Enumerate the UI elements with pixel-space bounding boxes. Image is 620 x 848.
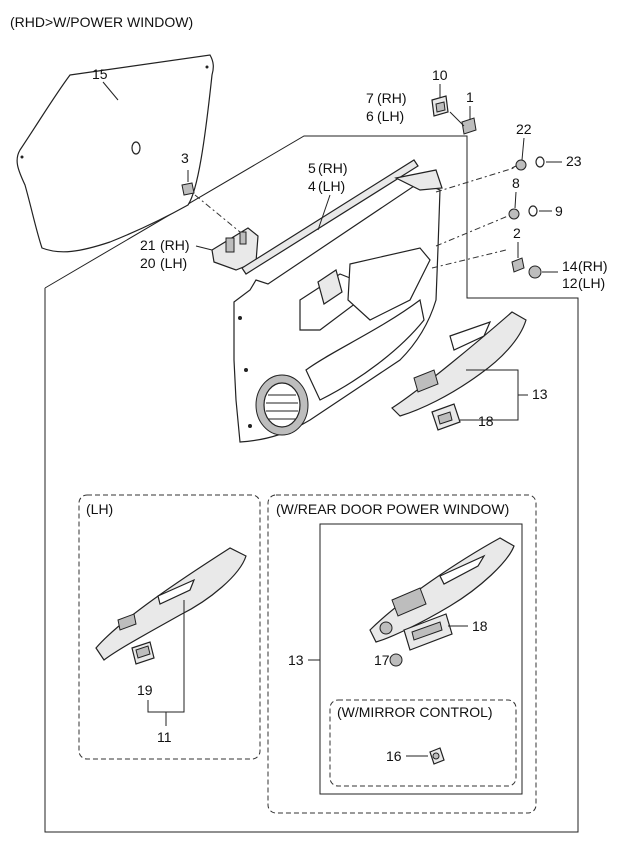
part-13-switch-panel	[391, 311, 527, 417]
callout-21: 21	[140, 237, 156, 253]
leader-2-dash	[431, 249, 507, 269]
callout-21-side: (RH)	[160, 237, 190, 253]
callout-4: 4	[308, 178, 316, 194]
callout-10: 10	[432, 67, 448, 83]
leader-3	[194, 194, 241, 233]
leader-8-dash	[435, 215, 509, 247]
callout-14: 14	[562, 258, 578, 274]
callout-1: 1	[466, 89, 474, 105]
assembly-outline	[44, 135, 579, 833]
mirror-callout-16: 16	[386, 748, 402, 764]
leader-4	[317, 194, 331, 231]
part-3-clip	[181, 170, 195, 196]
diagram-title: (RHD>W/POWER WINDOW)	[10, 14, 193, 30]
callout-3: 3	[181, 150, 189, 166]
leader-21	[195, 245, 213, 251]
callout-2: 2	[513, 225, 521, 241]
callout-20-side: (LH)	[160, 255, 187, 271]
callout-5-side: (RH)	[318, 160, 348, 176]
part-9-cap	[528, 205, 538, 217]
callout-14-side: (RH)	[578, 258, 608, 274]
lh-box-title: (LH)	[86, 501, 113, 517]
leader-22	[521, 137, 525, 161]
part-16-mirror-switch	[429, 747, 445, 765]
callout-6-side: (LH)	[377, 108, 404, 124]
callout-7-side: (RH)	[377, 90, 407, 106]
rear-door-variant-box	[267, 494, 537, 814]
part-18-rear-switch	[403, 613, 453, 651]
leader-22-dash	[435, 167, 515, 193]
callout-11: 11	[157, 729, 172, 745]
mirror-box-title: (W/MIRROR CONTROL)	[337, 704, 493, 720]
callout-7: 7	[366, 90, 374, 106]
callout-8: 8	[512, 175, 520, 191]
callout-4-side: (LH)	[318, 178, 345, 194]
rear-callout-13: 13	[288, 652, 304, 668]
part-6-7-door-trim-panel	[233, 169, 443, 443]
callout-15: 15	[92, 66, 108, 82]
part-8-screw	[508, 208, 520, 220]
leader-8	[514, 191, 517, 209]
part-4-5-weatherstrip	[241, 159, 419, 275]
rear-callout-18: 18	[472, 618, 488, 634]
callout-12-side: (LH)	[578, 275, 605, 291]
callout-12: 12	[562, 275, 578, 291]
part-22-screw	[511, 159, 527, 171]
part-18-switch	[431, 403, 461, 431]
part-12-14-cap	[528, 265, 542, 279]
callout-18: 18	[478, 413, 494, 429]
callout-19: 19	[137, 682, 153, 698]
callout-9: 9	[555, 203, 563, 219]
callout-22: 22	[516, 121, 532, 137]
part-17-mirror-knob	[389, 653, 403, 667]
part-10-bracket	[431, 95, 449, 117]
part-1-screw	[449, 111, 477, 135]
lh-variant-box	[78, 494, 261, 760]
callout-5: 5	[308, 160, 316, 176]
part-2-screw	[511, 257, 525, 273]
callout-20: 20	[140, 255, 156, 271]
callout-13: 13	[532, 386, 548, 402]
part-23-cap	[535, 156, 545, 168]
callout-23: 23	[566, 153, 582, 169]
rear-box-title: (W/REAR DOOR POWER WINDOW)	[276, 501, 509, 517]
part-19-switch	[131, 641, 155, 665]
rear-callout-17: 17	[374, 652, 390, 668]
part-11-lh-switch-panel	[95, 547, 247, 661]
mirror-control-variant-box	[329, 699, 517, 787]
part-15-protector-sheet	[16, 54, 214, 253]
rear-box-inner-frame	[319, 523, 523, 795]
callout-6: 6	[366, 108, 374, 124]
